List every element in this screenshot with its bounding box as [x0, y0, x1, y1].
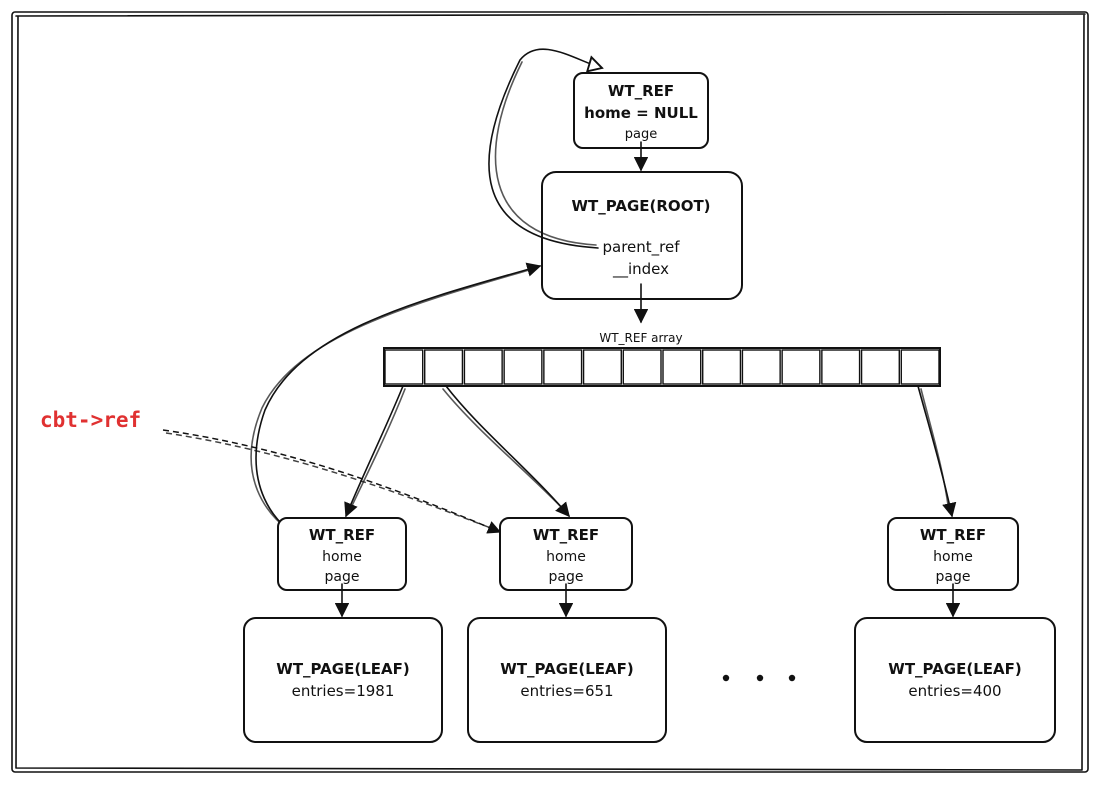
root-page-index: __index — [612, 260, 669, 279]
ref-array-cell — [384, 349, 424, 385]
root-page-title: WT_PAGE(ROOT) — [571, 197, 710, 215]
arrow-array-to-leaf-ref-1 — [344, 385, 404, 518]
arrow-parent-ref-to-root-ref — [488, 48, 602, 249]
leaf-page-box: WT_PAGE(LEAF) entries=1981 — [243, 617, 443, 743]
leaf-ref-title: WT_REF — [533, 526, 599, 544]
leaf-page-box: WT_PAGE(LEAF) entries=400 — [854, 617, 1056, 743]
leaf-ref-home: home — [322, 549, 362, 565]
leaf-ref-page: page — [936, 569, 971, 585]
root-ref-title: WT_REF — [608, 82, 674, 100]
ref-array-cell — [900, 349, 940, 385]
leaf-ref-box: WT_REF home page — [887, 517, 1019, 591]
leaf-ref-title: WT_REF — [920, 526, 986, 544]
ellipsis-dots — [722, 674, 796, 682]
arrow-leaf-home-to-root-page — [255, 262, 542, 549]
outer-frame — [11, 11, 1089, 773]
cursor-label: cbt->ref — [40, 408, 141, 432]
leaf-page-title: WT_PAGE(LEAF) — [888, 660, 1021, 678]
leaf-page-entries: entries=651 — [520, 682, 613, 700]
leaf-page-title: WT_PAGE(LEAF) — [276, 660, 409, 678]
ref-array-cell — [860, 349, 900, 385]
ref-array-cell — [662, 349, 702, 385]
leaf-ref-home: home — [546, 549, 586, 565]
ref-array-cell — [463, 349, 503, 385]
ref-array-cell — [503, 349, 543, 385]
ref-array-cell — [543, 349, 583, 385]
leaf-ref-page: page — [549, 569, 584, 585]
ref-array-cell — [781, 349, 821, 385]
ref-array-cell — [821, 349, 861, 385]
leaf-refs: WT_REF home page WT_REF home page WT_REF… — [277, 517, 1019, 591]
root-ref-box: WT_REF home = NULL page — [573, 72, 709, 149]
leaf-page-title: WT_PAGE(LEAF) — [500, 660, 633, 678]
leaf-ref-page: page — [325, 569, 360, 585]
ref-array-cell — [622, 349, 662, 385]
ref-array — [383, 347, 941, 387]
leaf-ref-title: WT_REF — [309, 526, 375, 544]
leaf-page-box: WT_PAGE(LEAF) entries=651 — [467, 617, 667, 743]
leaf-ref-box: WT_REF home page — [277, 517, 407, 591]
ref-array-cell — [582, 349, 622, 385]
leaf-ref-home: home — [933, 549, 973, 565]
ref-array-cell — [424, 349, 464, 385]
leaf-page-entries: entries=400 — [908, 682, 1001, 700]
leaf-page-entries: entries=1981 — [292, 682, 395, 700]
root-ref-page: page — [625, 127, 657, 142]
root-page-box: WT_PAGE(ROOT) parent_ref __index — [541, 171, 743, 300]
ref-array-cell — [741, 349, 781, 385]
cursor-pointer-arrow — [162, 429, 502, 534]
ref-array-label: WT_REF array — [599, 331, 682, 345]
leaf-ref-box: WT_REF home page — [499, 517, 633, 591]
ref-array-cell — [702, 349, 742, 385]
root-ref-home: home = NULL — [584, 104, 698, 122]
ref-array-outline — [383, 347, 941, 387]
leaf-pages: WT_PAGE(LEAF) entries=1981 WT_PAGE(LEAF)… — [243, 617, 1056, 743]
root-page-parent-ref: parent_ref — [602, 238, 680, 257]
arrow-array-to-leaf-ref-3 — [917, 385, 957, 518]
